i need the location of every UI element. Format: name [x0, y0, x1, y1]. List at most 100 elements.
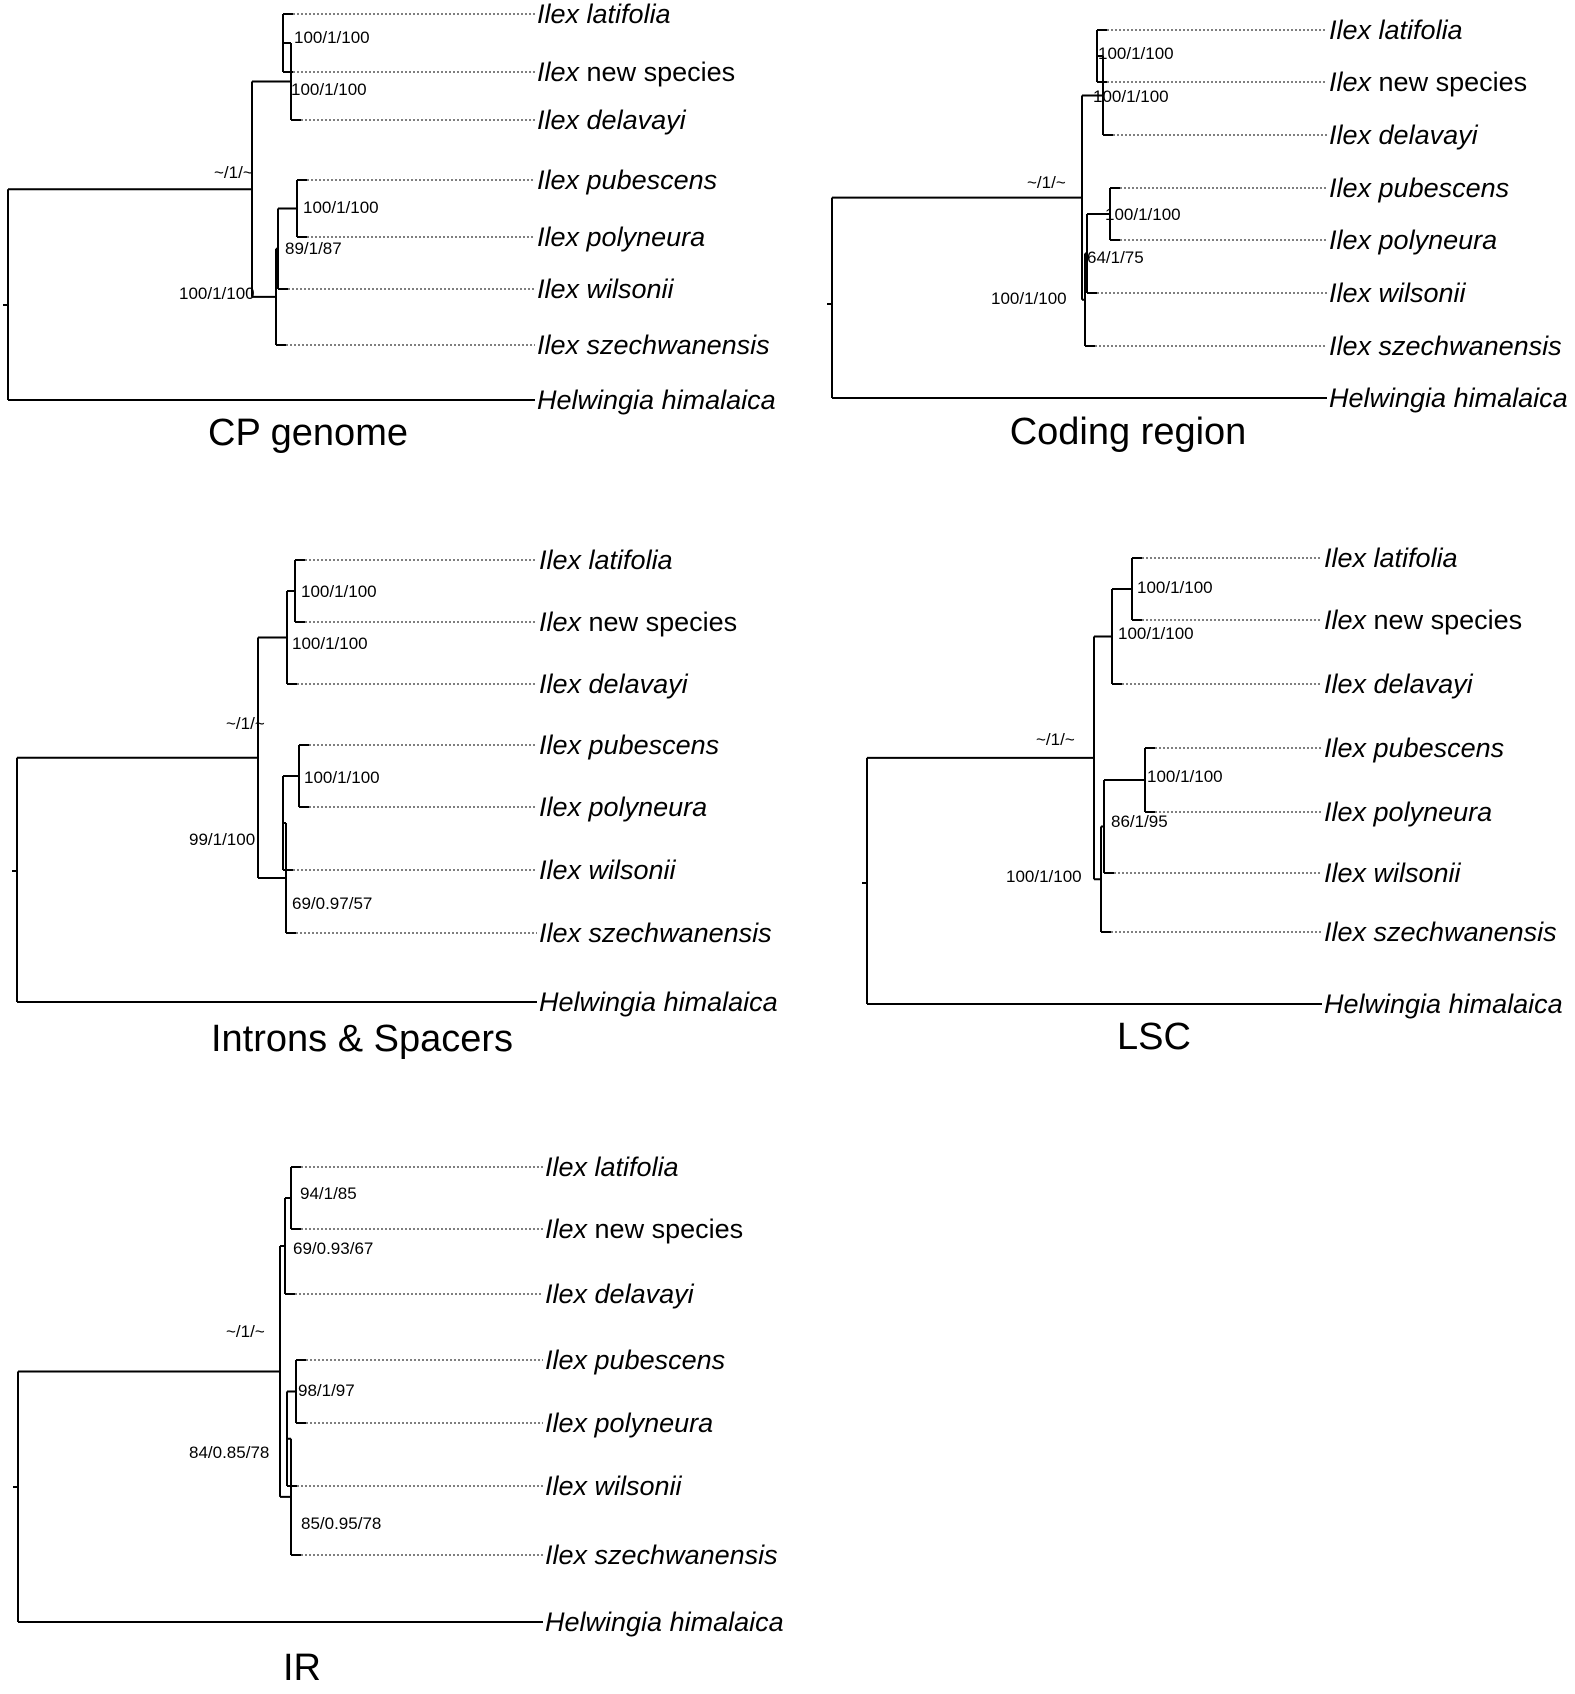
genus-name: Ilex [1329, 331, 1373, 361]
support-value: 85/0.95/78 [301, 1514, 381, 1533]
taxon-label: Ilex wilsonii [537, 274, 675, 304]
support-value: 100/1/100 [1105, 205, 1181, 224]
genus-name: Ilex [1329, 278, 1373, 308]
support-value: 69/0.93/67 [293, 1239, 373, 1258]
species-epithet: latifolia [587, 1152, 679, 1182]
support-value: 100/1/100 [179, 284, 255, 303]
genus-name: Ilex [1329, 173, 1373, 203]
support-value: 100/1/100 [1006, 867, 1082, 886]
taxon-label: Ilex pubescens [545, 1345, 725, 1375]
species-epithet: latifolia [1371, 15, 1463, 45]
taxon-label: Ilex szechwanensis [1329, 331, 1562, 361]
genus-name: Ilex [539, 918, 583, 948]
support-value: 98/1/97 [298, 1381, 355, 1400]
genus-name: Ilex [545, 1214, 589, 1244]
support-value: 100/1/100 [304, 768, 380, 787]
support-value: 100/1/100 [292, 634, 368, 653]
genus-name: Ilex [1324, 733, 1368, 763]
taxon-label: Ilex latifolia [1324, 543, 1458, 573]
species-epithet: polyneura [587, 1408, 713, 1438]
taxon-label: Ilex new species [545, 1214, 743, 1244]
species-epithet: himalaica [654, 385, 776, 415]
taxon-label: Ilex pubescens [1329, 173, 1509, 203]
taxon-label: Ilex pubescens [539, 730, 719, 760]
support-value: 84/0.85/78 [189, 1443, 269, 1462]
genus-name: Ilex [539, 792, 583, 822]
taxon-label: Ilex latifolia [1329, 15, 1463, 45]
species-epithet: delavayi [1366, 669, 1474, 699]
taxon-label: Ilex delavayi [545, 1279, 695, 1309]
species-epithet: polyneura [1371, 225, 1497, 255]
species-epithet: pubescens [587, 1345, 725, 1375]
taxon-label: Ilex szechwanensis [537, 330, 770, 360]
taxon-label: Ilex latifolia [539, 545, 673, 575]
genus-name: Ilex [1329, 15, 1373, 45]
species-epithet: polyneura [581, 792, 707, 822]
panel-caption: IR [283, 1647, 321, 1689]
species-epithet: polyneura [579, 222, 705, 252]
taxon-label: Ilex polyneura [1329, 225, 1497, 255]
taxon-label: Ilex polyneura [1324, 797, 1492, 827]
taxon-label: Ilex polyneura [539, 792, 707, 822]
support-value: 69/0.97/57 [292, 894, 372, 913]
taxon-label: Ilex delavayi [1324, 669, 1474, 699]
support-value: 100/1/100 [991, 289, 1067, 308]
genus-name: Helwingia [1329, 383, 1446, 413]
support-value: ~/1/~ [1036, 730, 1075, 749]
taxon-label: Ilex latifolia [537, 0, 671, 29]
taxon-label: Ilex polyneura [545, 1408, 713, 1438]
species-epithet: delavayi [579, 105, 687, 135]
taxon-label: Ilex delavayi [537, 105, 687, 135]
panel-caption: CP genome [208, 412, 408, 454]
species-epithet: pubescens [1366, 733, 1504, 763]
panel-caption: LSC [1117, 1016, 1191, 1058]
species-epithet: delavayi [1371, 120, 1479, 150]
taxon-label: Helwingia himalaica [545, 1607, 784, 1637]
species-epithet: latifolia [581, 545, 673, 575]
genus-name: Helwingia [537, 385, 654, 415]
species-epithet: szechwanensis [579, 330, 770, 360]
species-epithet: himalaica [1446, 383, 1568, 413]
genus-name: Ilex [537, 222, 581, 252]
support-value: 100/1/100 [294, 28, 370, 47]
taxon-label: Ilex new species [539, 607, 737, 637]
genus-name: Ilex [1329, 120, 1373, 150]
species-epithet: latifolia [579, 0, 671, 29]
support-value: ~/1/~ [214, 163, 253, 182]
species-epithet: wilsonii [581, 855, 677, 885]
taxon-label: Ilex polyneura [537, 222, 705, 252]
taxon-label: Ilex szechwanensis [545, 1540, 778, 1570]
genus-name: Helwingia [1324, 989, 1441, 1019]
genus-name: Ilex [545, 1279, 589, 1309]
support-value: 86/1/95 [1111, 812, 1168, 831]
taxon-label: Helwingia himalaica [537, 385, 776, 415]
taxon-label: Helwingia himalaica [539, 987, 778, 1017]
species-epithet: new species [1371, 67, 1527, 97]
species-epithet: wilsonii [1371, 278, 1467, 308]
species-epithet: szechwanensis [587, 1540, 778, 1570]
taxon-label: Ilex pubescens [537, 165, 717, 195]
genus-name: Ilex [537, 274, 581, 304]
species-epithet: new species [587, 1214, 743, 1244]
panel-caption: Introns & Spacers [211, 1018, 513, 1060]
support-value: 64/1/75 [1087, 248, 1144, 267]
genus-name: Ilex [1324, 858, 1368, 888]
genus-name: Ilex [537, 165, 581, 195]
species-epithet: pubescens [1371, 173, 1509, 203]
species-epithet: new species [1366, 605, 1522, 635]
taxon-label: Helwingia himalaica [1329, 383, 1568, 413]
species-epithet: wilsonii [579, 274, 675, 304]
taxon-label: Ilex new species [1324, 605, 1522, 635]
genus-name: Ilex [537, 105, 581, 135]
species-epithet: szechwanensis [581, 918, 772, 948]
support-value: 99/1/100 [189, 830, 255, 849]
genus-name: Ilex [545, 1540, 589, 1570]
genus-name: Helwingia [539, 987, 656, 1017]
genus-name: Ilex [539, 855, 583, 885]
species-epithet: wilsonii [587, 1471, 683, 1501]
genus-name: Ilex [545, 1408, 589, 1438]
genus-name: Ilex [537, 0, 581, 29]
taxon-label: Ilex wilsonii [539, 855, 677, 885]
